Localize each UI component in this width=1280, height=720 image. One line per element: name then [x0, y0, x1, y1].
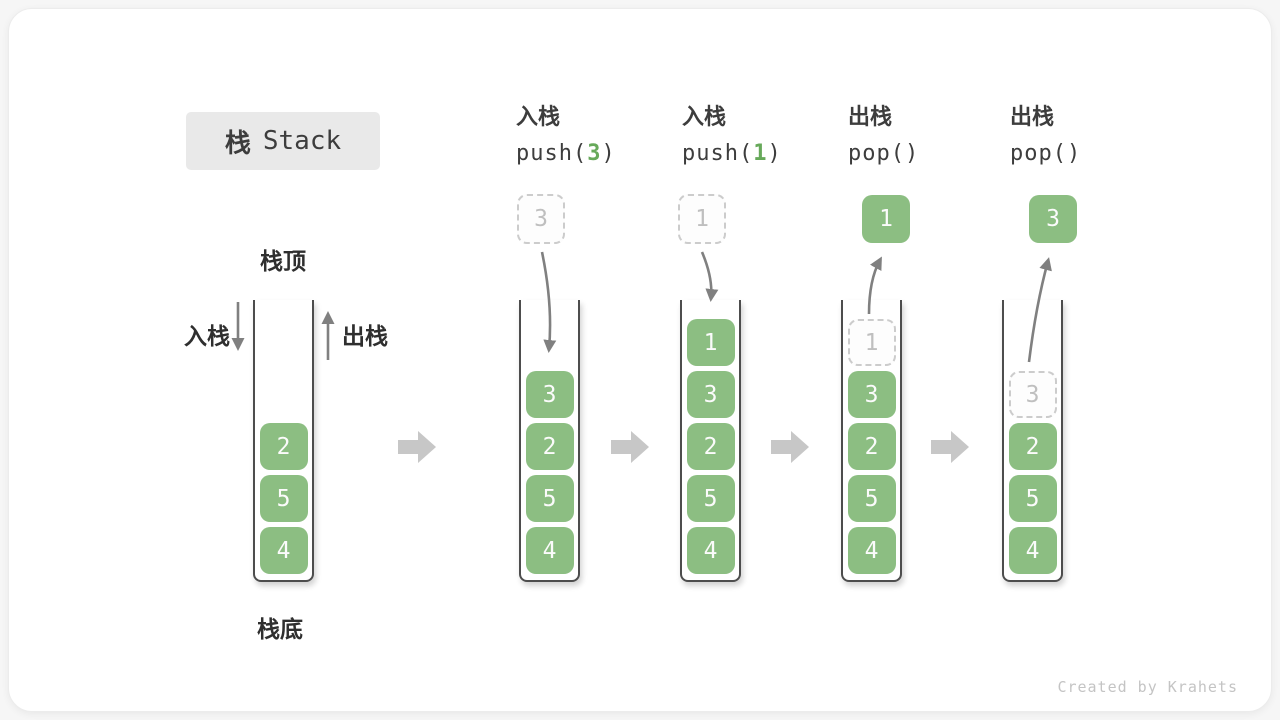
stack-cell: 5: [686, 475, 735, 522]
incoming-value-box: 1: [678, 194, 726, 244]
title-en: Stack: [262, 126, 342, 156]
code-close: ): [904, 141, 920, 166]
push-side-label: 入栈: [184, 323, 230, 349]
code-arg: 3: [587, 141, 602, 166]
header-pop-2-code: pop(): [1010, 141, 1081, 166]
stack-top-label: 栈顶: [260, 248, 306, 274]
stack-initial: 2 5 4: [253, 300, 314, 582]
stack-cell: 4: [847, 527, 896, 574]
header-push-1-code: push(1): [682, 141, 782, 166]
stack-cell: 1: [686, 319, 735, 366]
header-pop-1-label: 出栈: [848, 104, 893, 129]
diagram-title: 栈 Stack: [186, 112, 380, 170]
stack-cell: 2: [1008, 423, 1057, 470]
stack-cell: 5: [525, 475, 574, 522]
stack-cell: 5: [259, 475, 308, 522]
code-close: ): [1066, 141, 1082, 166]
header-push-3-label: 入栈: [516, 104, 561, 129]
popped-ghost-cell: 3: [1008, 371, 1057, 418]
code-fn: pop(: [848, 141, 905, 166]
outgoing-value-box: 3: [1029, 195, 1077, 243]
stack-cell: 2: [525, 423, 574, 470]
header-pop-2: 出栈 pop(): [1010, 104, 1081, 167]
stack-cell: 2: [686, 423, 735, 470]
pop-side-label: 出栈: [342, 323, 388, 349]
stack-after-push-1: 1 3 2 5 4: [680, 300, 741, 582]
stack-after-push-3: 3 2 5 4: [519, 300, 580, 582]
stack-cell: 5: [1008, 475, 1057, 522]
stack-cell: 4: [686, 527, 735, 574]
code-fn: push(: [516, 141, 588, 166]
popped-ghost-cell: 1: [847, 319, 896, 366]
watermark: Created by Krahets: [1057, 678, 1238, 696]
header-pop-1: 出栈 pop(): [848, 104, 919, 167]
code-close: ): [767, 141, 782, 166]
stack-cell: 3: [525, 371, 574, 418]
header-pop-2-label: 出栈: [1010, 104, 1055, 129]
stack-cell: 2: [259, 423, 308, 470]
code-arg: 1: [753, 141, 768, 166]
stack-cell: 2: [847, 423, 896, 470]
incoming-value-box: 3: [517, 194, 565, 244]
stack-cell: 5: [847, 475, 896, 522]
header-push-1-label: 入栈: [682, 104, 727, 129]
code-close: ): [601, 141, 616, 166]
stack-bottom-label: 栈底: [257, 616, 303, 642]
header-pop-1-code: pop(): [848, 141, 919, 166]
stack-cell: 3: [686, 371, 735, 418]
code-fn: pop(: [1010, 141, 1067, 166]
stack-cell: 3: [847, 371, 896, 418]
header-push-3: 入栈 push(3): [516, 104, 616, 167]
stack-after-pop-1: 1 3 2 5 4: [841, 300, 902, 582]
header-push-1: 入栈 push(1): [682, 104, 782, 167]
stack-cell: 4: [259, 527, 308, 574]
stack-cell: 4: [525, 527, 574, 574]
outgoing-value-box: 1: [862, 195, 910, 243]
header-push-3-code: push(3): [516, 141, 616, 166]
title-cn: 栈: [224, 127, 251, 158]
stack-cell: 4: [1008, 527, 1057, 574]
stack-after-pop-3: 3 2 5 4: [1002, 300, 1063, 582]
code-fn: push(: [682, 141, 754, 166]
